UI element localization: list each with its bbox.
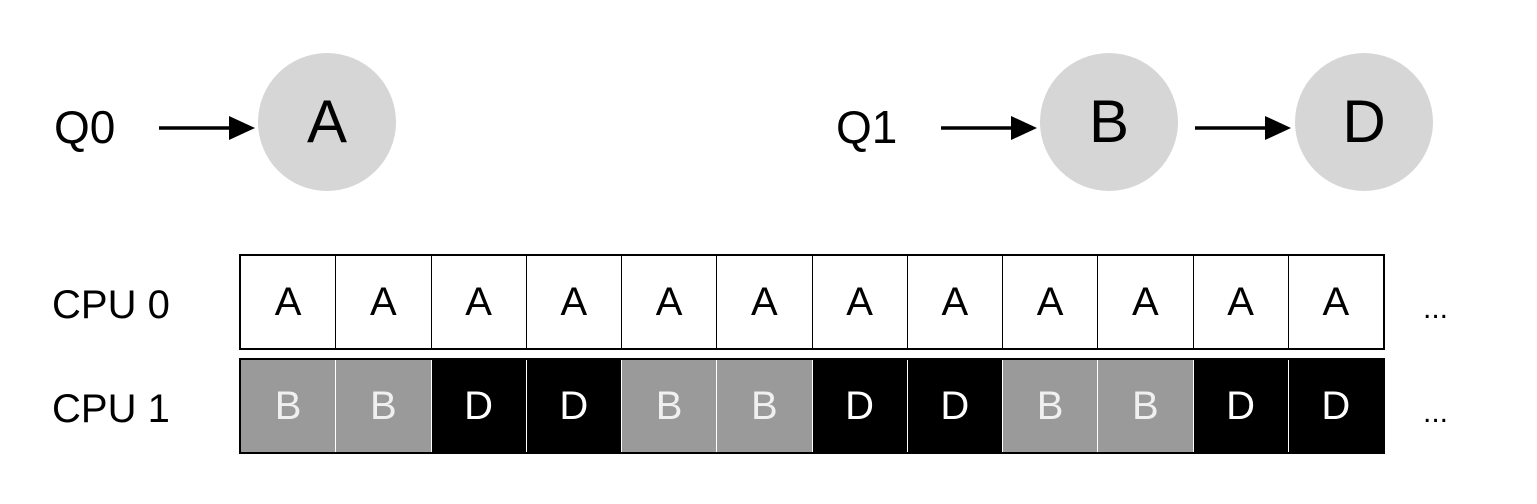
time-slot: A — [1288, 256, 1383, 348]
time-slot: A — [812, 256, 908, 348]
queue-label-q1: Q1 — [836, 101, 898, 153]
time-slot: D — [1288, 360, 1383, 452]
time-slot: A — [526, 256, 622, 348]
time-slot: A — [1098, 256, 1194, 348]
cpu-1-timeline: B B D D B B D D B B D D — [239, 358, 1385, 454]
cpu-label-0: CPU 0 — [52, 283, 170, 327]
time-slot: B — [336, 360, 432, 452]
queue-arrow-icon — [159, 116, 255, 140]
job-node-b: B — [1040, 53, 1178, 191]
cpu-0-timeline: A A A A A A A A A A A A — [239, 254, 1385, 350]
queue-label-q0: Q0 — [54, 101, 116, 153]
time-slot: A — [431, 256, 527, 348]
time-slot: D — [812, 360, 908, 452]
cpu-1-continuation: ... — [1423, 396, 1449, 429]
job-node-label: D — [1342, 88, 1386, 155]
time-slot: D — [1193, 360, 1289, 452]
queue-arrow-icon — [1195, 116, 1291, 140]
time-slot: B — [1003, 360, 1099, 452]
time-slot: A — [241, 256, 337, 348]
cpu-0-continuation: ... — [1423, 292, 1449, 325]
time-slot: A — [907, 256, 1003, 348]
job-node-label: B — [1088, 88, 1130, 155]
time-slot: B — [241, 360, 337, 452]
job-node-d: D — [1295, 53, 1433, 191]
time-slot: A — [1003, 256, 1099, 348]
time-slot: B — [717, 360, 813, 452]
queue-arrow-icon — [941, 116, 1037, 140]
time-slot: A — [1193, 256, 1289, 348]
time-slot: B — [1098, 360, 1194, 452]
cpu-label-1: CPU 1 — [52, 387, 170, 431]
time-slot: D — [431, 360, 527, 452]
job-node-label: A — [306, 88, 348, 155]
time-slot: B — [622, 360, 718, 452]
time-slot: A — [336, 256, 432, 348]
time-slot: A — [622, 256, 718, 348]
time-slot: A — [717, 256, 813, 348]
time-slot: D — [907, 360, 1003, 452]
time-slot: D — [526, 360, 622, 452]
job-node-a: A — [258, 53, 396, 191]
